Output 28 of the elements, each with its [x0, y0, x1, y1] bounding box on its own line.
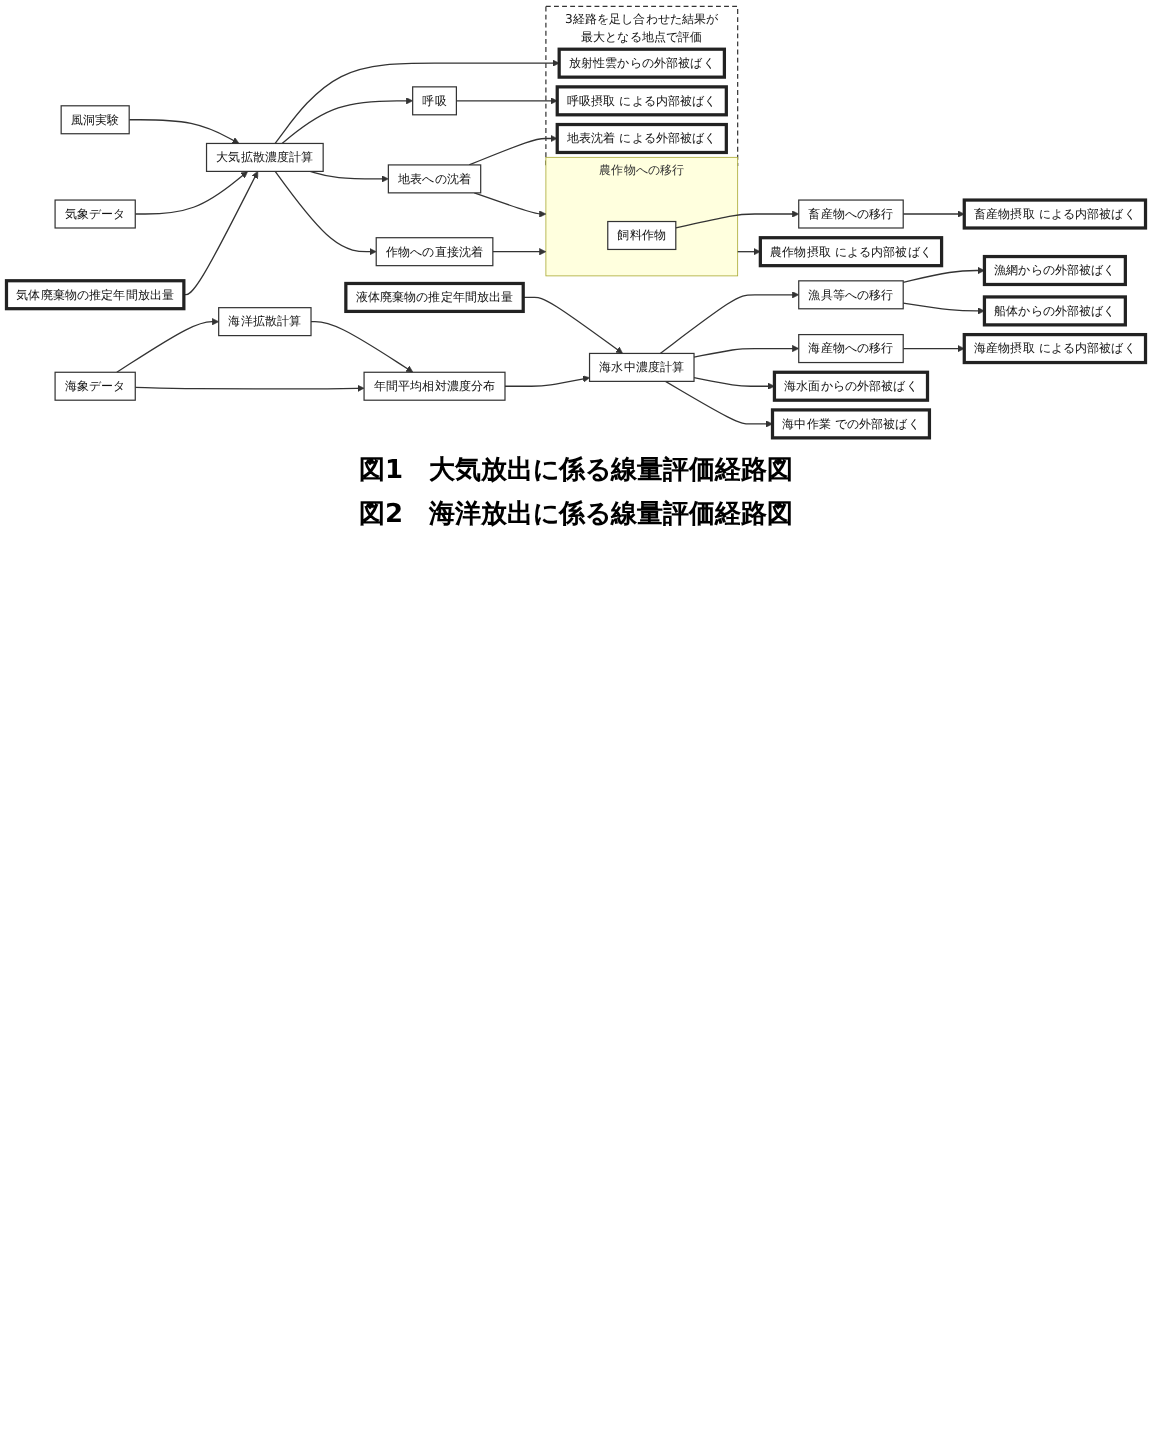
arrow [281, 97, 413, 145]
arrow [473, 192, 547, 218]
arrow [183, 171, 259, 296]
arrow [693, 345, 800, 358]
arrow [274, 170, 377, 256]
arrow [309, 170, 389, 183]
arrow [468, 134, 558, 166]
arrow [504, 375, 590, 387]
arrow [659, 291, 800, 355]
arrow [128, 119, 240, 144]
figure-caption: 図1 大気放出に係る線量評価経路図 [356, 454, 796, 489]
arrow [902, 210, 965, 218]
arrow [134, 171, 248, 215]
arrow [310, 321, 414, 373]
arrow [675, 210, 800, 229]
arrow [902, 302, 985, 315]
arrow [274, 59, 560, 145]
arrow [492, 248, 547, 256]
arrow [737, 248, 761, 256]
arrow [522, 296, 623, 354]
arrow [664, 380, 773, 428]
arrow [693, 377, 775, 390]
arrow [116, 318, 219, 373]
figure-caption: 図2 海洋放出に係る線量評価経路図 [356, 498, 796, 533]
arrow [134, 384, 365, 392]
arrow [902, 266, 985, 283]
arrow [455, 97, 558, 105]
arrow [902, 345, 965, 353]
